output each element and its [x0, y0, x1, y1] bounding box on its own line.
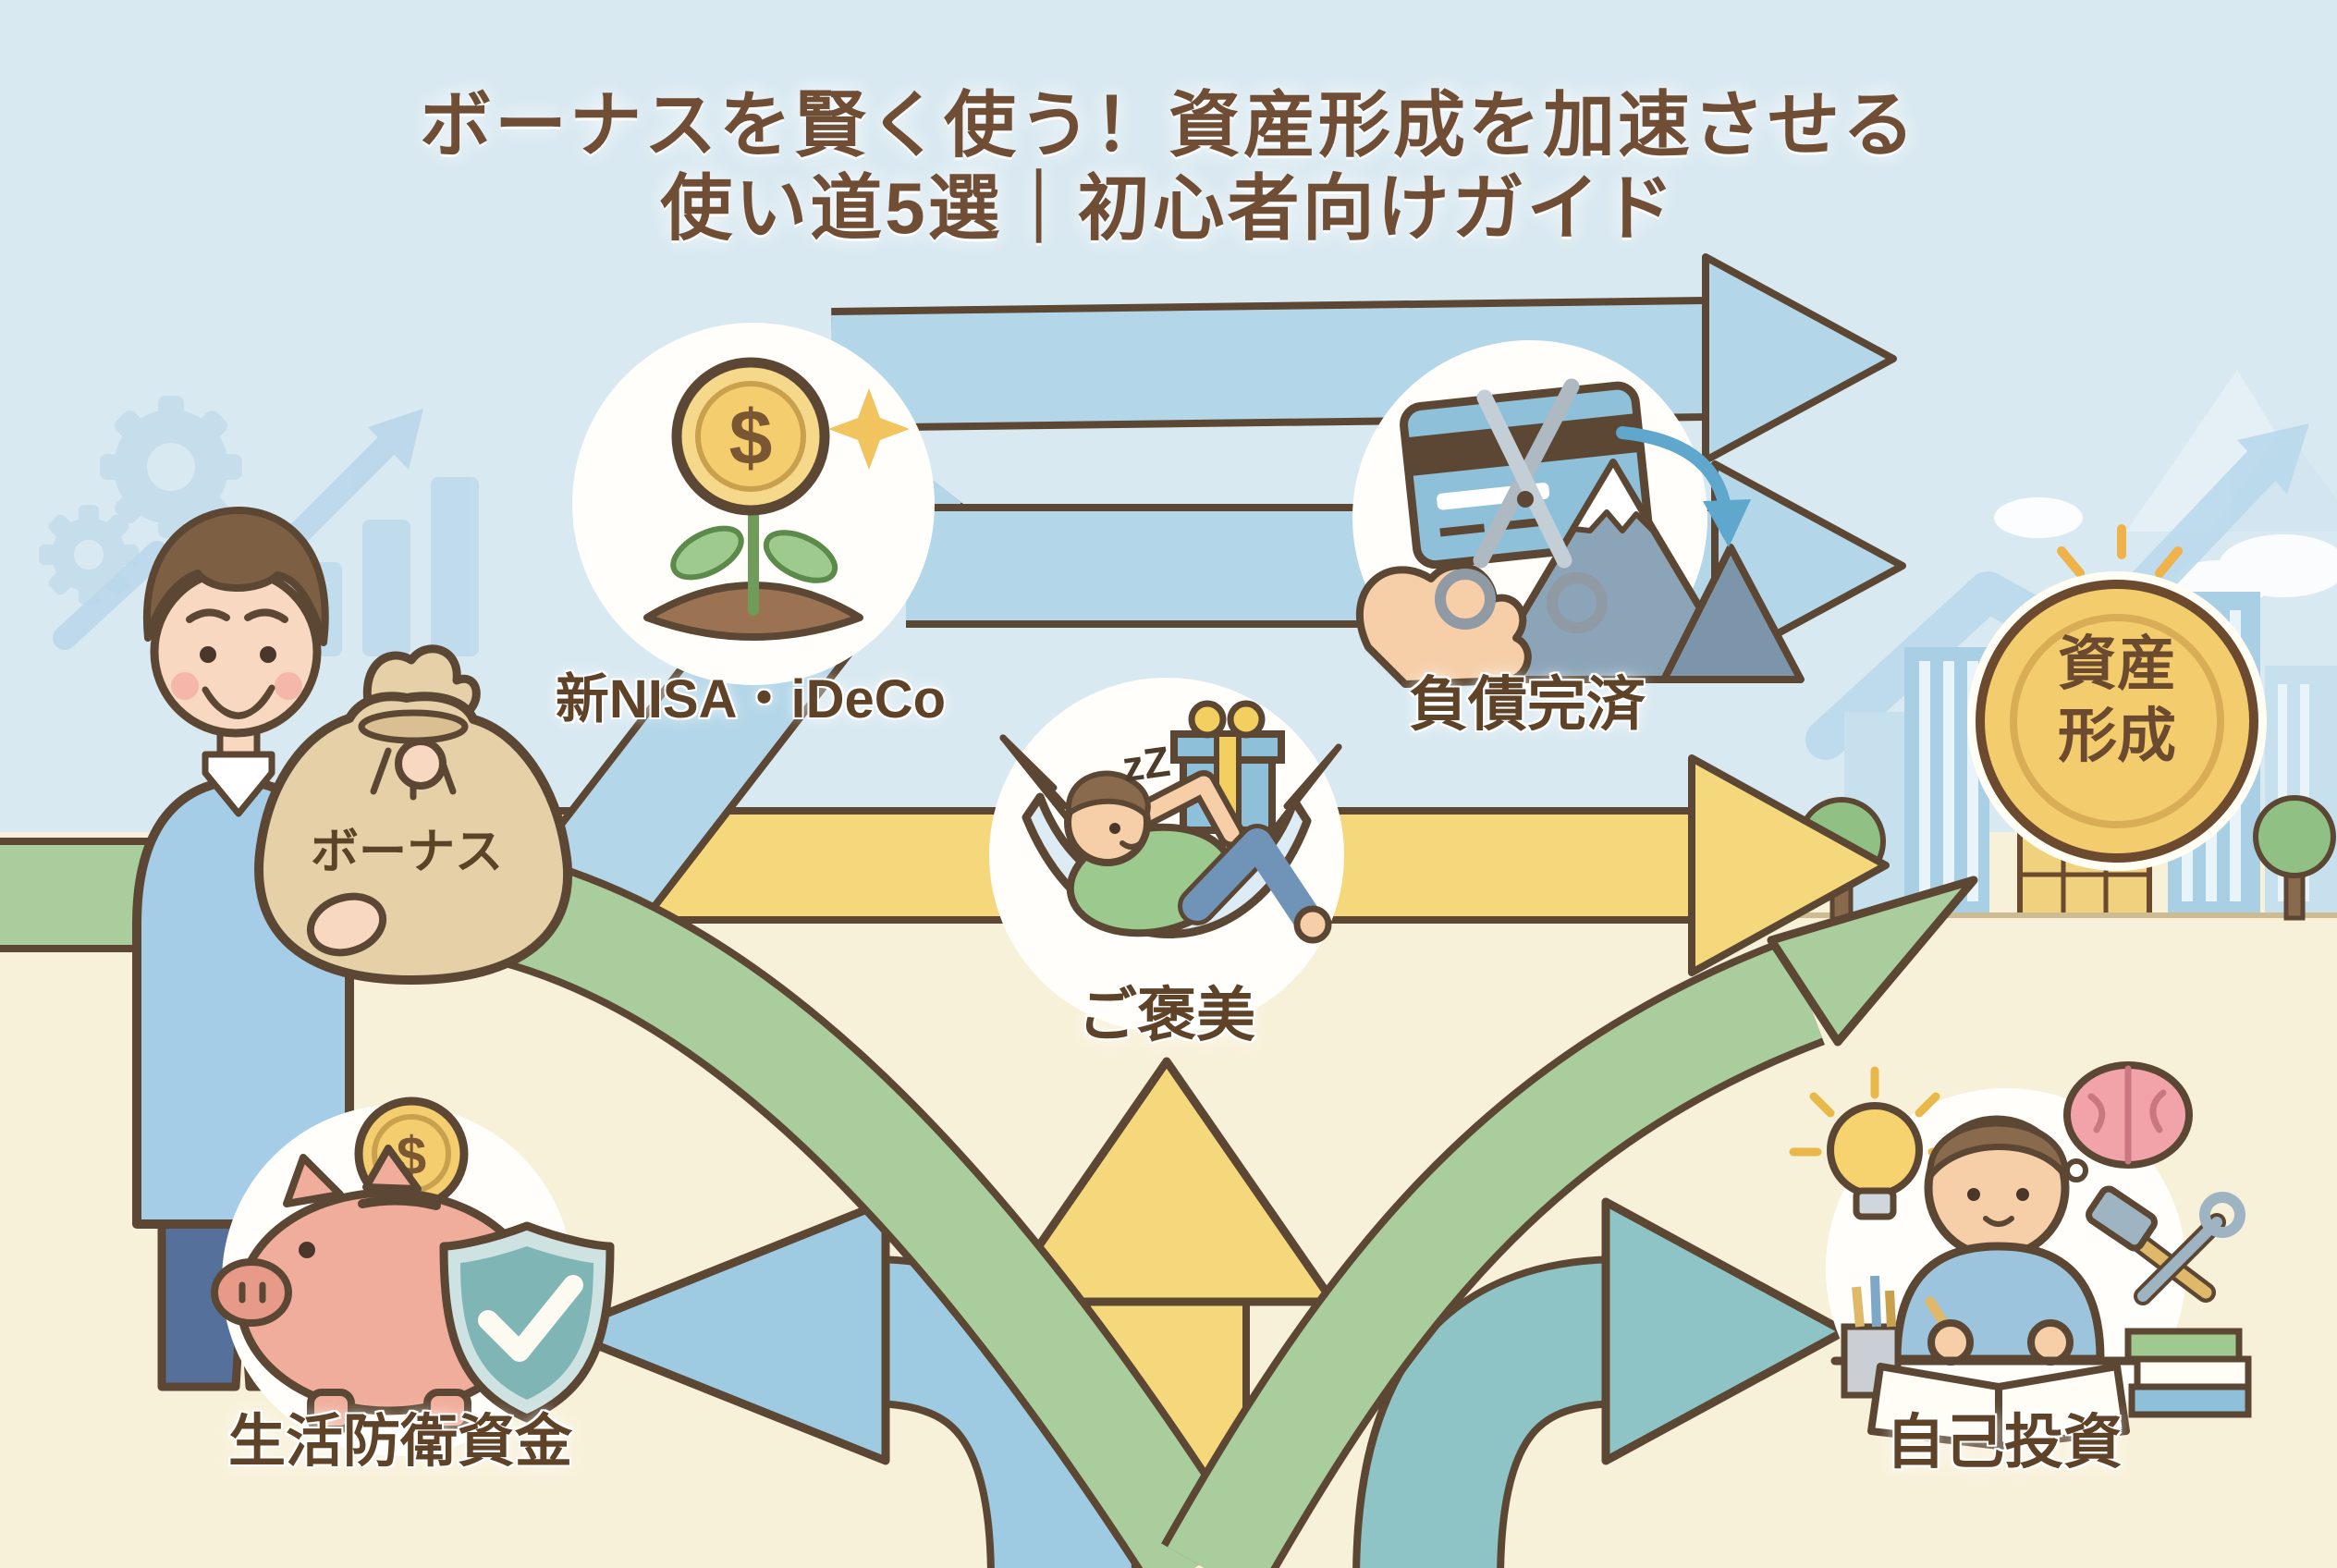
svg-text:$: $	[729, 394, 773, 481]
book-stack-icon	[2124, 1328, 2252, 1418]
label-debt-payoff: 負債完済	[1409, 671, 1646, 738]
person-hands	[306, 738, 447, 957]
tools-icon	[2086, 1185, 2245, 1305]
hammock-rest-icon: zZ	[999, 700, 1342, 944]
cut-credit-card-icon	[1355, 378, 1805, 688]
bonus-bag-label: ボーナス	[310, 826, 504, 879]
piggy-bank-shield-icon: $	[211, 1096, 615, 1433]
asset-formation-coin	[1967, 524, 2267, 871]
label-emergency-fund: 生活防衛資金	[227, 1410, 573, 1474]
bar-chart-decoration	[294, 477, 479, 656]
label-reward: ご褒美	[1078, 982, 1255, 1048]
svg-text:zZ: zZ	[1120, 737, 1173, 791]
sparkle-icon	[828, 388, 910, 470]
page-title-line1: ボーナスを賢く使う！資産形成を加速させる	[419, 84, 1918, 165]
goal-coin-label-line2: 形成	[2058, 703, 2176, 769]
page-title-line2: 使い道5選｜初心者向けガイド	[660, 167, 1677, 249]
label-self-investment: 自己投資	[1886, 1409, 2123, 1476]
coin-plant-icon: $	[643, 357, 910, 641]
lightbulb-icon	[1827, 1102, 1923, 1198]
arrow-teal-right	[1352, 1197, 1849, 1568]
study-desk-icon	[1789, 1061, 2252, 1450]
label-nisa-ideco: 新NISA・iDeCo	[555, 669, 947, 729]
goal-coin-label-line1: 資産	[2058, 631, 2176, 697]
